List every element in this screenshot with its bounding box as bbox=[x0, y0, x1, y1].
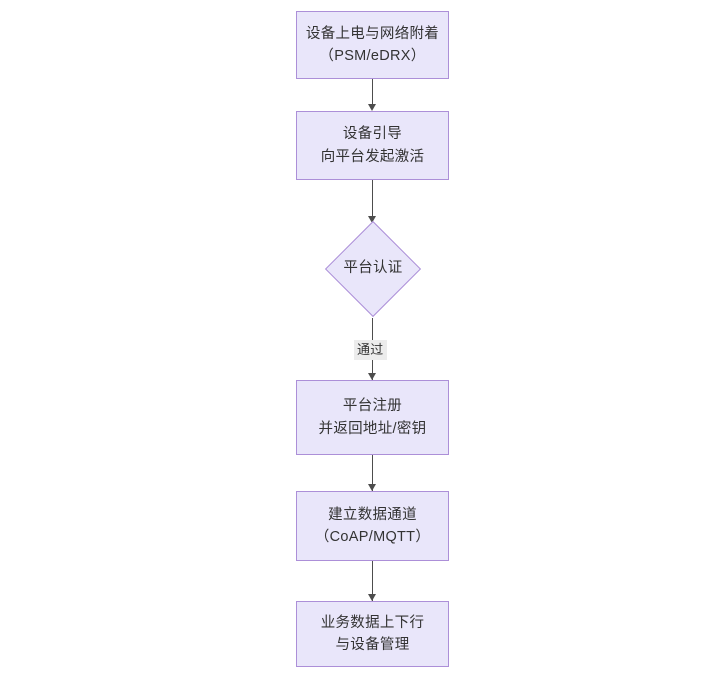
flow-node-data-channel[interactable]: 建立数据通道 （CoAP/MQTT） bbox=[296, 491, 449, 561]
flow-node-power-on[interactable]: 设备上电与网络附着 （PSM/eDRX） bbox=[296, 11, 449, 79]
flow-node-power-on-line1: 设备上电与网络附着 bbox=[305, 25, 440, 42]
flow-edge-label-pass: 通过 bbox=[354, 340, 387, 361]
flow-node-register-line2: 并返回地址/密钥 bbox=[318, 420, 427, 437]
flow-arrowhead-register bbox=[368, 373, 376, 380]
flow-arrowhead-business-data bbox=[368, 594, 376, 601]
flow-node-auth-decision[interactable]: 平台认证 bbox=[324, 220, 422, 318]
flow-node-bootstrap-line2: 向平台发起激活 bbox=[320, 148, 425, 165]
flow-node-business-data-line1: 业务数据上下行 bbox=[320, 614, 425, 631]
flow-connector-power-on-to-bootstrap bbox=[372, 79, 374, 108]
flow-node-bootstrap[interactable]: 设备引导 向平台发起激活 bbox=[296, 111, 449, 180]
flow-node-power-on-line2: （PSM/eDRX） bbox=[319, 48, 426, 64]
flow-connector-register-to-data-channel bbox=[372, 455, 374, 491]
flow-connector-bootstrap-to-auth bbox=[372, 180, 374, 224]
flow-node-business-data-line2: 与设备管理 bbox=[335, 637, 410, 653]
flow-connector-data-channel-to-business-data bbox=[372, 561, 374, 601]
flow-node-auth-label: 平台认证 bbox=[343, 260, 403, 277]
flow-node-data-channel-line2: （CoAP/MQTT） bbox=[314, 529, 431, 545]
flow-node-data-channel-line1: 建立数据通道 bbox=[328, 506, 417, 523]
flow-arrowhead-bootstrap bbox=[368, 104, 376, 111]
flow-node-bootstrap-line1: 设备引导 bbox=[342, 126, 403, 143]
flow-node-register-line1: 平台注册 bbox=[342, 398, 403, 415]
flow-node-register[interactable]: 平台注册 并返回地址/密钥 bbox=[296, 380, 449, 455]
flow-node-business-data[interactable]: 业务数据上下行 与设备管理 bbox=[296, 601, 449, 667]
flow-arrowhead-data-channel bbox=[368, 484, 376, 491]
flow-arrowhead-auth bbox=[368, 216, 376, 223]
